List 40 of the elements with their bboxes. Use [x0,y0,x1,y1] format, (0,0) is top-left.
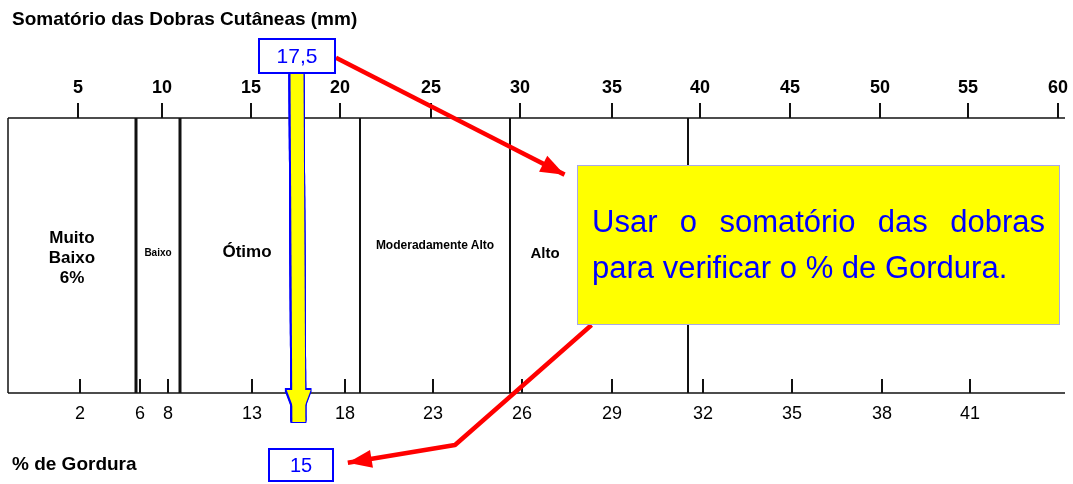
scale-number: 5 [72,77,84,98]
scale-number: 20 [329,77,351,98]
value-box [268,448,334,482]
arrow [286,73,311,423]
scale-number: 32 [692,403,714,424]
scale-number: 10 [151,77,173,98]
value-box [258,38,336,74]
scale-number: 23 [422,403,444,424]
scale-number: 50 [869,77,891,98]
scale-number: 29 [601,403,623,424]
scale-number: 35 [601,77,623,98]
category-label: Muito Baixo 6% [47,228,97,288]
category-label: Alto [529,244,561,261]
scale-number: 30 [509,77,531,98]
scale-number: 60 [1047,77,1069,98]
value-text: 17,5 [276,44,318,68]
scale-number: 45 [779,77,801,98]
category-label: Baixo [143,247,173,258]
value-text: 15 [289,453,313,477]
axis-title: Somatório das Dobras Cutâneas (mm) [12,8,358,30]
scale-number: 55 [957,77,979,98]
scale-number: 25 [420,77,442,98]
scale-number: 41 [959,403,981,424]
axis-title: % de Gordura [12,453,137,475]
arrow [347,323,593,468]
scale-number: 35 [781,403,803,424]
scale-number: 6 [134,403,146,424]
scale-number: 18 [334,403,356,424]
arrow [334,55,566,177]
scale-number: 15 [240,77,262,98]
note-box [577,165,1060,325]
category-label: Ótimo [221,242,273,262]
scale-number: 38 [871,403,893,424]
scale-number: 26 [511,403,533,424]
scale-number: 13 [241,403,263,424]
scale-number: 8 [162,403,174,424]
category-label: Moderadamente Alto [374,238,496,252]
note-text: Usar o somatório das dobras para verificar o % de Gordura. [592,203,1045,287]
scale-number: 40 [689,77,711,98]
scale-number: 2 [74,403,86,424]
